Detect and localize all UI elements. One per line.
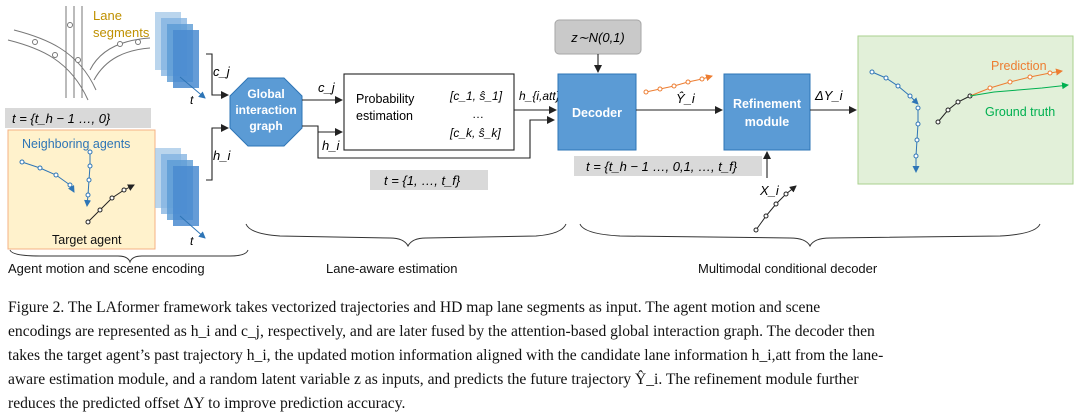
refinement-label: module (745, 115, 789, 129)
decoder-label: Decoder (572, 106, 622, 120)
arrow-graph-agent-out (302, 116, 555, 159)
probability-estimation-block (343, 73, 515, 151)
output-ground-truth-trajectory (969, 82, 1069, 97)
decoder-block (557, 73, 637, 151)
predicted-trajectory-sketch (643, 74, 713, 95)
candidate-first: [c_1, ŝ_1] (449, 89, 503, 103)
candidate-last: [c_k, ŝ_k] (449, 126, 501, 140)
neighbor-trajectories (19, 149, 93, 207)
neighboring-agents-label: Neighboring agents (22, 137, 130, 151)
section-label-lane-aware: Lane-aware estimation (326, 261, 458, 276)
history-time-box (5, 108, 151, 128)
graph-out-agent-label: h_i (322, 138, 340, 153)
section-brace-lane-aware (245, 223, 567, 248)
attention-feature-label: h_{i,att} (519, 89, 560, 103)
history-time-label: t = {t_h − 1 …, 0} (12, 111, 111, 126)
output-panel (857, 35, 1074, 185)
refinement-block (723, 73, 811, 151)
full-time-box (574, 156, 762, 176)
graph-label: Global (247, 87, 284, 101)
lane-segments-label: segments (93, 25, 150, 40)
section-brace-decoder (579, 223, 1041, 248)
predicted-traj-label: Ŷ_i (676, 91, 696, 106)
probability-label: estimation (356, 109, 413, 123)
lane-map-sketch (7, 6, 151, 101)
encoding-time-axis-label: t (190, 234, 194, 248)
lane-encoding-stack (155, 12, 199, 88)
section-label-decoder: Multimodal conditional decoder (698, 261, 878, 276)
section-label-encoding: Agent motion and scene encoding (8, 261, 205, 276)
agent-encoding-stack (155, 148, 199, 226)
caption-line: takes the target agent’s past trajectory… (8, 347, 884, 364)
encoding-time-axis-label: t (190, 93, 194, 107)
caption-line: encodings are represented as h_i and c_j… (8, 323, 875, 340)
target-agent-trajectory (85, 184, 135, 225)
prediction-label: Prediction (991, 59, 1047, 73)
caption-line: Figure 2. The LAformer framework takes v… (8, 299, 821, 316)
latent-label: z∼N(0,1) (570, 30, 625, 45)
output-prediction-trajectory (969, 68, 1063, 97)
agent-feature-label: h_i (213, 148, 231, 163)
offset-label: ΔY_i (814, 88, 844, 103)
past-traj-label: X_i (759, 183, 780, 198)
section-brace-encoding (9, 249, 249, 264)
graph-label: interaction (235, 103, 296, 117)
caption-line: reduces the predicted offset ΔY to impro… (8, 395, 406, 412)
future-time-box (370, 170, 488, 190)
refinement-label: Refinement (733, 97, 802, 111)
caption-line: aware estimation module, and a random la… (8, 371, 859, 388)
global-interaction-graph (229, 77, 303, 147)
lane-feature-label: c_j (213, 64, 231, 79)
lane-segments-label: Lane (93, 8, 122, 23)
output-neighbor-trajectories (869, 69, 921, 173)
full-time-label: t = {t_h − 1 …, 0,1, …, t_f} (586, 159, 738, 174)
arrow-lane-to-graph (206, 53, 229, 99)
ground-truth-label: Ground truth (985, 105, 1055, 119)
laformer-diagram: Lane segments t = {t_h − 1 …, 0} Neighbo… (5, 6, 1074, 276)
future-time-label: t = {1, …, t_f} (384, 173, 461, 188)
arrow-agent-to-graph (206, 124, 229, 181)
past-trajectory-sketch (753, 185, 797, 233)
target-agent-label: Target agent (52, 233, 122, 247)
graph-label: graph (249, 119, 282, 133)
figure-caption: Figure 2. The LAformer framework takes v… (8, 296, 1072, 416)
candidate-ellipsis: … (472, 107, 484, 121)
graph-out-lane-label: c_j (318, 80, 336, 95)
probability-label: Probability (356, 92, 415, 106)
